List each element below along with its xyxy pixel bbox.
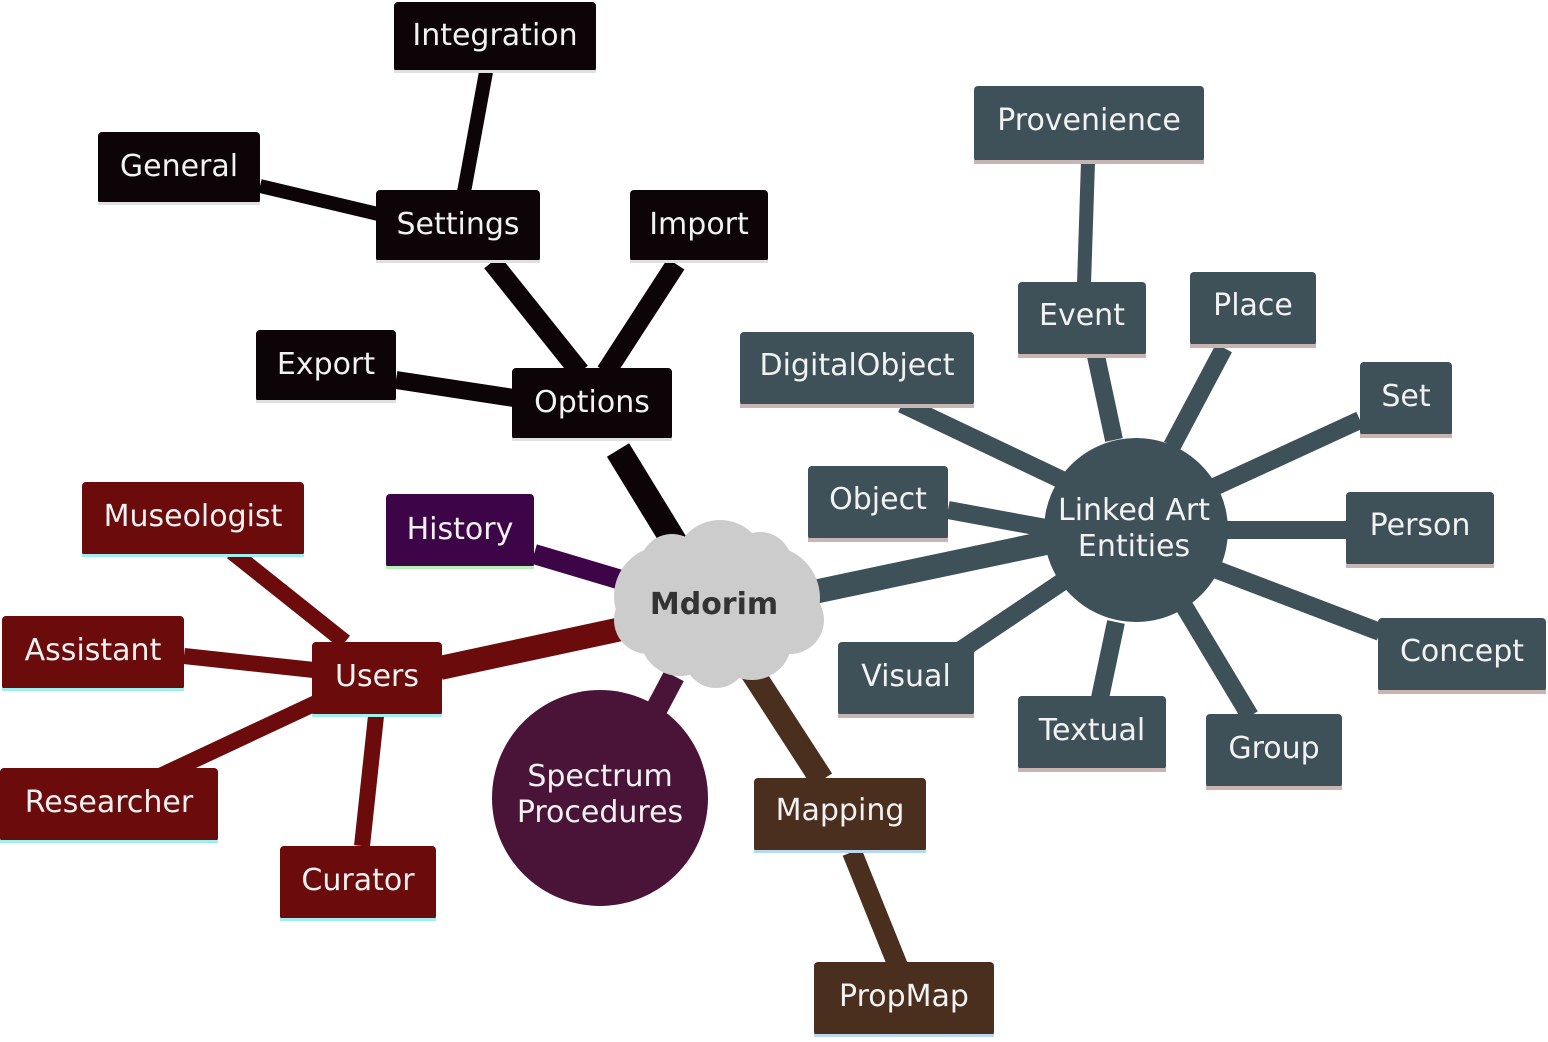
- node-group[interactable]: Group: [1206, 714, 1342, 790]
- node-linked-art-entities[interactable]: Linked Art Entities: [1044, 438, 1228, 622]
- node-curator-label: Curator: [301, 863, 415, 898]
- node-mapping[interactable]: Mapping: [754, 778, 926, 853]
- node-users[interactable]: Users: [312, 642, 442, 717]
- node-integration[interactable]: Integration: [394, 2, 596, 73]
- node-textual[interactable]: Textual: [1018, 696, 1166, 772]
- node-concept-label: Concept: [1400, 634, 1524, 669]
- node-mapping-label: Mapping: [776, 793, 905, 828]
- edge-root-users: [437, 616, 629, 680]
- node-spectrum-label-line2: Procedures: [517, 795, 683, 830]
- node-settings-label: Settings: [396, 207, 519, 242]
- edge-root-mapping: [741, 665, 833, 787]
- edge-linkedart-object: [946, 501, 1048, 537]
- node-propmap-label: PropMap: [839, 979, 969, 1014]
- edge-options-import: [597, 258, 685, 378]
- node-assistant[interactable]: Assistant: [2, 616, 184, 691]
- node-set-label: Set: [1381, 379, 1431, 414]
- node-root-mdorim[interactable]: Mdorim: [614, 520, 824, 688]
- node-museologist[interactable]: Museologist: [82, 482, 304, 557]
- node-place[interactable]: Place: [1190, 272, 1316, 348]
- edge-users-curator: [354, 715, 384, 847]
- edge-mapping-propmap: [842, 848, 908, 970]
- node-provenience-label: Provenience: [997, 103, 1181, 138]
- node-object-label: Object: [829, 482, 927, 517]
- node-linkedart-label-line1: Linked Art: [1058, 493, 1210, 528]
- node-visual-label: Visual: [861, 659, 951, 694]
- node-general-label: General: [120, 149, 238, 184]
- edge-users-museologist: [227, 545, 350, 649]
- node-event[interactable]: Event: [1018, 282, 1146, 358]
- edge-root-spectrum: [646, 670, 684, 716]
- node-provenience[interactable]: Provenience: [974, 86, 1204, 164]
- node-import[interactable]: Import: [630, 190, 768, 263]
- node-concept[interactable]: Concept: [1378, 618, 1546, 694]
- edge-root-history: [531, 544, 631, 592]
- node-linkedart-label-line2: Entities: [1078, 529, 1190, 564]
- node-export-label: Export: [277, 347, 375, 382]
- edge-settings-general: [258, 179, 380, 221]
- node-settings[interactable]: Settings: [376, 190, 540, 263]
- node-options[interactable]: Options: [512, 368, 672, 441]
- edge-linkedart-group: [1176, 601, 1258, 721]
- edge-settings-integration: [457, 70, 493, 194]
- node-spectrum-procedures[interactable]: Spectrum Procedures: [492, 690, 708, 906]
- node-integration-label: Integration: [412, 18, 577, 53]
- node-assistant-label: Assistant: [25, 633, 162, 668]
- node-person-label: Person: [1370, 508, 1471, 543]
- node-visual[interactable]: Visual: [838, 642, 974, 718]
- edge-users-assistant: [183, 648, 315, 678]
- edges: [156, 70, 1384, 970]
- node-options-label: Options: [534, 385, 650, 420]
- node-researcher[interactable]: Researcher: [0, 768, 218, 843]
- node-set[interactable]: Set: [1360, 362, 1452, 438]
- edge-users-researcher: [156, 694, 322, 784]
- node-propmap[interactable]: PropMap: [814, 962, 994, 1037]
- node-root-label: Mdorim: [650, 587, 778, 622]
- node-researcher-label: Researcher: [25, 785, 194, 820]
- node-museologist-label: Museologist: [104, 499, 283, 534]
- node-group-label: Group: [1228, 731, 1319, 766]
- edge-linkedart-digitalobject: [898, 395, 1066, 489]
- edge-options-export: [394, 371, 516, 407]
- edge-options-settings: [484, 255, 588, 379]
- node-users-label: Users: [335, 659, 419, 694]
- edge-linkedart-concept: [1208, 559, 1384, 641]
- edge-root-options: [606, 443, 690, 555]
- node-person[interactable]: Person: [1346, 492, 1494, 568]
- node-place-label: Place: [1213, 288, 1293, 323]
- node-textual-label: Textual: [1038, 713, 1145, 748]
- node-event-label: Event: [1039, 298, 1125, 333]
- edge-linkedart-textual: [1091, 620, 1125, 700]
- node-digitalobject-label: DigitalObject: [760, 348, 955, 383]
- edge-event-provenience: [1077, 161, 1095, 285]
- cloud-icon: [614, 520, 824, 688]
- edge-linkedart-event: [1087, 354, 1123, 442]
- edge-root-linkedart: [811, 528, 1063, 604]
- node-export[interactable]: Export: [256, 330, 396, 403]
- node-object[interactable]: Object: [808, 466, 948, 542]
- edge-linkedart-set: [1208, 411, 1364, 497]
- node-general[interactable]: General: [98, 132, 260, 205]
- node-history[interactable]: History: [386, 494, 534, 569]
- node-spectrum-label-line1: Spectrum: [527, 759, 672, 794]
- node-curator[interactable]: Curator: [280, 846, 436, 921]
- node-import-label: Import: [649, 207, 749, 242]
- node-digitalobject[interactable]: DigitalObject: [740, 332, 974, 408]
- edge-linkedart-place: [1164, 343, 1232, 451]
- node-history-label: History: [407, 512, 514, 547]
